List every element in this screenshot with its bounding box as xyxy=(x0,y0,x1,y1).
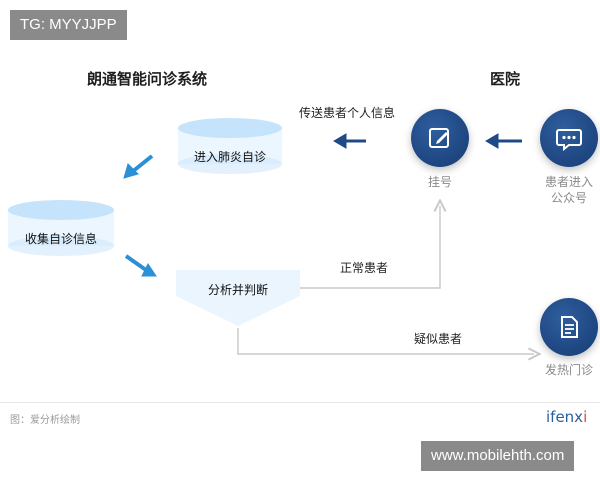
arrow-send-info xyxy=(333,133,366,149)
label-suspected-patient: 疑似患者 xyxy=(414,332,463,346)
register-label: 挂号 xyxy=(427,175,452,189)
node-lung-self-check: 进入肺炎自诊 xyxy=(193,150,266,164)
account-label-line1: 患者进入 xyxy=(544,175,593,189)
line-suspected-to-fever xyxy=(237,328,534,354)
fever-clinic-node xyxy=(540,298,598,356)
label-normal-patient: 正常患者 xyxy=(340,261,389,275)
edit-icon xyxy=(429,128,449,148)
node-analyze: 分析并判断 xyxy=(207,283,268,297)
line-normal-to-register xyxy=(300,206,440,289)
document-icon xyxy=(561,316,578,338)
arrow-to-analyze xyxy=(124,254,157,277)
arrow-account-to-register xyxy=(485,133,522,149)
arrow-to-collect xyxy=(123,154,154,179)
decision-shape xyxy=(176,270,300,326)
system-title: 朗通智能问诊系统 xyxy=(87,70,208,88)
register-node xyxy=(411,109,469,167)
cylinder-lung-self-check xyxy=(178,118,282,174)
label-send-info: 传送患者个人信息 xyxy=(299,106,396,120)
node-collect-info: 收集自诊信息 xyxy=(24,232,97,246)
account-label-line2: 公众号 xyxy=(550,191,587,205)
brand-text: ifenx xyxy=(546,408,584,426)
hospital-title: 医院 xyxy=(490,70,521,88)
chat-icon xyxy=(556,129,582,151)
brand-logo: ifenxi xyxy=(546,408,587,426)
source-caption: 图：爱分析绘制 xyxy=(10,415,80,426)
account-node xyxy=(540,109,598,167)
watermark-top: TG: MYYJJPP xyxy=(10,10,127,40)
cylinder-collect-info xyxy=(8,200,114,256)
watermark-bottom: www.mobilehth.com xyxy=(421,441,575,471)
account-label: 患者进入 公众号 xyxy=(537,174,600,206)
footer-divider xyxy=(0,402,600,403)
fever-clinic-label: 发热门诊 xyxy=(544,363,593,377)
brand-dot: i xyxy=(583,408,588,426)
